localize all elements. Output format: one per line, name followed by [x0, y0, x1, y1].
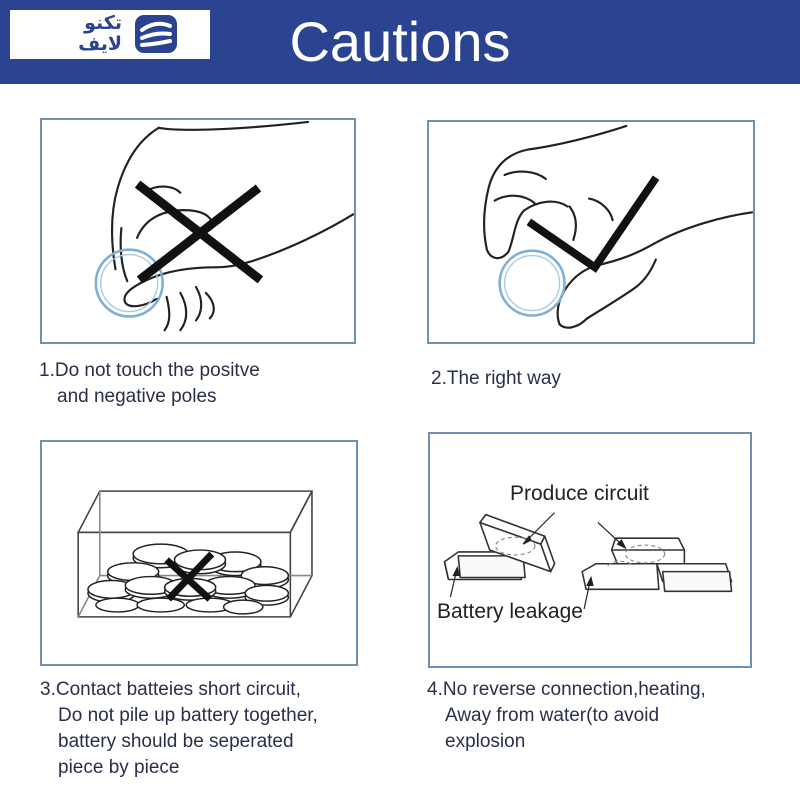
header-banner: تكنو لايف Cautions — [0, 0, 800, 84]
caption-3: 3.Contact batteies short circuit, Do not… — [40, 677, 318, 781]
caption-1-line-2: and negative poles — [57, 386, 217, 407]
caption-4-line-1: 4.No reverse connection,heating, — [427, 679, 706, 700]
cross-icon — [134, 180, 264, 284]
caption-3-line-2: Do not pile up battery together, — [58, 705, 318, 726]
page-title: Cautions — [289, 10, 511, 73]
caption-4: 4.No reverse connection,heating, Away fr… — [427, 677, 706, 755]
battery-pile-box-illustration — [76, 490, 314, 618]
brand-logo[interactable]: تكنو لايف — [10, 10, 210, 59]
caption-4-line-3: explosion — [445, 731, 526, 752]
caption-4-line-2: Away from water(to avoid — [445, 705, 660, 726]
caption-1: 1.Do not touch the positve and negative … — [39, 358, 260, 410]
caption-3-line-4: piece by piece — [58, 757, 180, 778]
battery-ring — [498, 249, 566, 317]
logo-line-2: لايف — [78, 33, 122, 55]
caption-2-line-1: 2.The right way — [431, 368, 561, 389]
caption-2: 2.The right way — [431, 366, 561, 392]
logo-mark-icon — [135, 15, 177, 53]
panel-2-illustration — [427, 120, 755, 344]
logo-wordmark: تكنو لايف — [54, 13, 122, 55]
check-icon — [526, 175, 660, 273]
cross-icon — [164, 551, 215, 602]
hand-holding-battery-edge-illustration — [483, 124, 753, 329]
battery-stack-diagram — [443, 512, 733, 610]
label-battery-leakage: Battery leakage — [437, 600, 583, 623]
label-produce-circuit: Produce circuit — [510, 482, 649, 505]
battery-ring — [94, 248, 164, 318]
caption-3-line-3: battery should be seperated — [58, 731, 294, 752]
panel-3-illustration — [40, 440, 358, 666]
caption-1-line-1: 1.Do not touch the positve — [39, 360, 260, 381]
panel-1-illustration — [40, 118, 356, 344]
hand-holding-battery-illustration — [94, 120, 354, 332]
pointer-lines — [449, 512, 627, 610]
panel-4-illustration: Produce circuit Battery leakage — [428, 432, 752, 668]
battery-pile — [87, 543, 290, 615]
caption-3-line-1: 3.Contact batteies short circuit, — [40, 679, 301, 700]
logo-line-1: تكنو — [84, 12, 122, 34]
